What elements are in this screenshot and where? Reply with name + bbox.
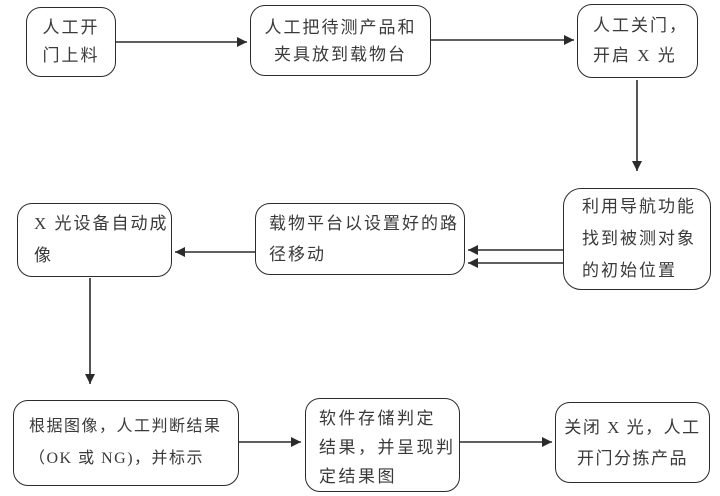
step-box-navigate-to-initial-position: 利用导航功能 找到被测对象 的初始位置 [563,188,711,290]
step-text: 关闭 X 光，人工 开门分拣产品 [564,417,701,468]
step-box-software-stores-results: 软件存储判定 结果，并呈现判 定结果图 [305,398,460,492]
step-box-place-product-on-stage: 人工把待测产品和 夹具放到载物台 [250,5,431,76]
step-box-manual-loading: 人工开 门上料 [26,7,116,77]
step-text: 软件存储判定 结果，并呈现判 定结果图 [319,409,456,486]
step-text: 根据图像，人工判断结果 （OK 或 NG)，并标示 [29,418,222,467]
step-box-stage-moves-along-path: 载物平台以设置好的路 径移动 [255,203,465,275]
step-text: 人工开 门上料 [42,18,100,65]
step-text: 利用导航功能 找到被测对象 的初始位置 [582,197,696,280]
step-box-xray-auto-imaging: X 光设备自动成 像 [17,203,172,277]
step-text: 载物平台以设置好的路 径移动 [269,214,459,264]
step-box-close-xray-sort-products: 关闭 X 光，人工 开门分拣产品 [555,402,710,483]
step-text: X 光设备自动成 像 [34,214,169,265]
step-box-close-door-start-xray: 人工关门， 开启 X 光 [577,4,698,78]
step-text: 人工关门， 开启 X 光 [593,16,688,65]
step-box-manual-judgement-ok-ng: 根据图像，人工判断结果 （OK 或 NG)，并标示 [13,400,239,486]
step-text: 人工把待测产品和 夹具放到载物台 [264,17,417,64]
